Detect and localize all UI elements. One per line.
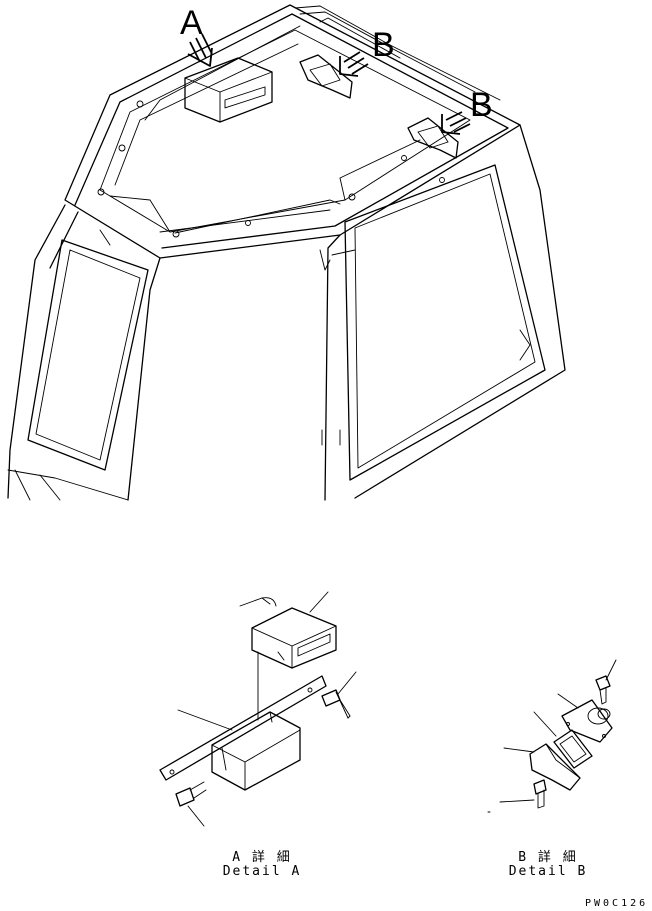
arrow-b-right [441, 111, 471, 135]
detail-a-caption-en: Detail A [222, 864, 302, 879]
callout-b-label-top: B [372, 26, 395, 64]
arrow-b-top [339, 51, 369, 77]
roof-speaker-left [299, 54, 353, 99]
callout-b-label-right: B [470, 86, 493, 124]
drawing-code: PW0C126 [585, 898, 649, 909]
roof-screws [97, 100, 445, 238]
detail-b-caption-en: Detail B [508, 864, 588, 879]
cab-body [7, 124, 566, 501]
roof-radio-unit [184, 57, 273, 123]
detail-b-caption-jp: B 詳 細 [518, 850, 578, 865]
detail-b [487, 659, 617, 813]
cab-roof [64, 4, 521, 259]
rear-rail [294, 5, 501, 101]
detail-a-caption-jp: A 詳 細 [232, 850, 292, 865]
roof-speaker-right [407, 117, 459, 159]
detail-a [159, 591, 357, 827]
arrow-a [187, 33, 213, 67]
callout-a-label: A [180, 4, 203, 42]
